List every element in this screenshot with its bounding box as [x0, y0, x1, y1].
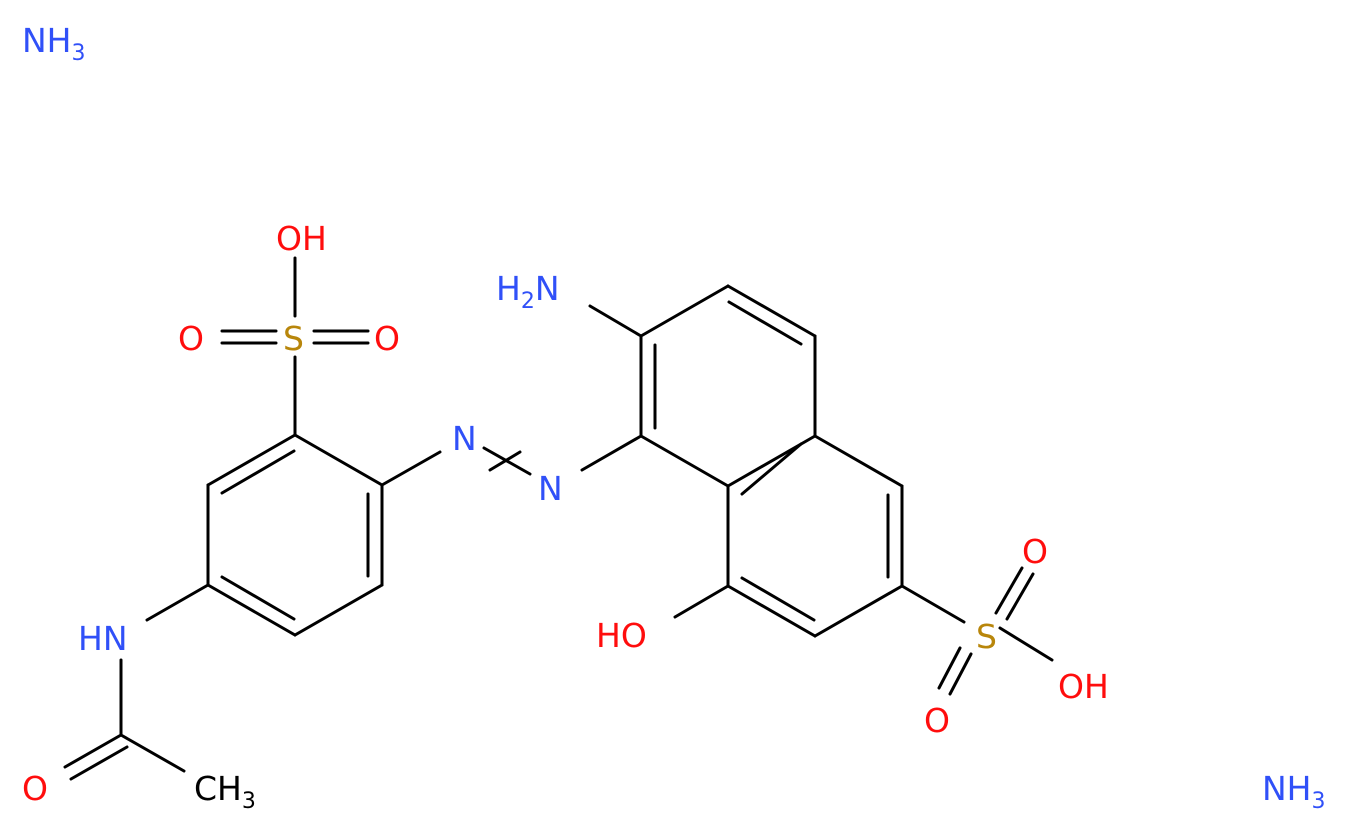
bond [69, 745, 129, 781]
bond [673, 584, 730, 619]
bond [937, 646, 962, 690]
bond [726, 584, 817, 638]
bond [813, 584, 904, 638]
bond [119, 733, 186, 773]
sulfo-left-oxygen-2-label: O [374, 319, 400, 358]
bond [588, 304, 643, 338]
bond [813, 434, 904, 488]
acetamido-nh-label: HN [78, 619, 128, 658]
bond-lines [63, 256, 1054, 781]
bond [145, 583, 210, 622]
azo-nitrogen-2-label: N [538, 469, 563, 508]
sulfo-left-hydroxyl-label: OH [276, 219, 327, 258]
acetyl-oxygen-label: O [22, 769, 48, 808]
bond [639, 434, 730, 488]
sulfur-left-label: S [283, 319, 304, 358]
bond [726, 284, 817, 338]
bond [206, 433, 297, 487]
azo-nitrogen-1-label: N [452, 419, 477, 458]
methyl-label: CH3 [194, 769, 256, 814]
bond [948, 652, 973, 696]
bond [580, 434, 643, 472]
bond [900, 584, 966, 624]
bond [488, 450, 522, 472]
bond [63, 733, 123, 769]
bond [727, 300, 803, 346]
sulfo-right-oxygen-2-label: O [924, 701, 950, 740]
bond [1005, 572, 1035, 621]
bond [998, 626, 1054, 662]
bond [206, 583, 297, 637]
bond [740, 576, 816, 622]
sulfur-right-label: S [976, 617, 997, 656]
bond [220, 575, 296, 621]
bond [639, 284, 730, 338]
sulfo-right-oxygen-1-label: O [1022, 532, 1048, 571]
amino-label: H2N [496, 269, 560, 314]
ammonia-top-label: NH3 [22, 21, 86, 66]
bond [994, 566, 1024, 615]
naphthol-hydroxyl-label: HO [596, 616, 647, 655]
sulfo-right-hydroxyl-label: OH [1058, 667, 1109, 706]
bond [293, 433, 384, 487]
sulfo-left-oxygen-1-label: O [178, 319, 204, 358]
bond [293, 583, 384, 637]
bond [740, 442, 803, 496]
ammonia-bottom-label: NH3 [1262, 769, 1326, 814]
bond [220, 449, 296, 495]
bond [380, 450, 442, 487]
